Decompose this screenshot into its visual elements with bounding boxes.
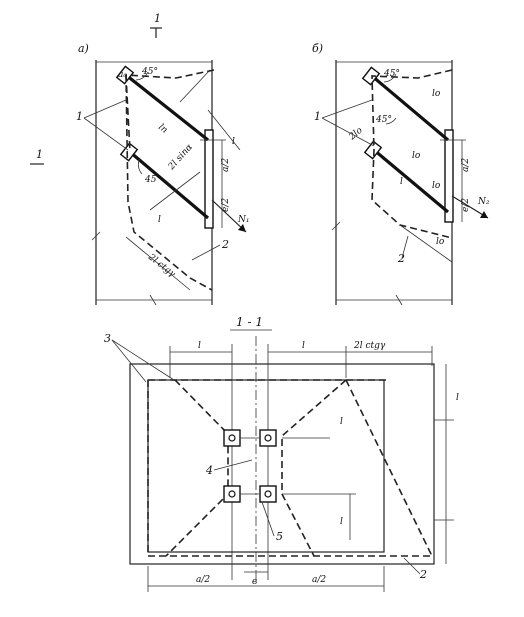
mark-5: 5 xyxy=(276,530,283,543)
view-a: а) a₀ 45° 4 xyxy=(76,42,249,306)
view-b-label: б) xyxy=(312,42,323,55)
dim-2lo: 2lo xyxy=(347,125,365,143)
view-b: б) 45° 45° 2lo lo lo l lo lo a/2 e/2 N₂ … xyxy=(312,42,490,306)
anchor-head-upper-b xyxy=(361,66,381,86)
dim-l-upper xyxy=(207,109,241,151)
cone-edge-left xyxy=(165,379,229,557)
dim-a0: a₀ xyxy=(118,70,127,80)
embedded-plate-b xyxy=(444,129,454,223)
dim-b-label: в xyxy=(252,577,257,587)
dim-2lctg xyxy=(125,236,191,291)
anchor-head-upper-a xyxy=(115,65,135,85)
mark-3: 3 xyxy=(104,332,111,345)
dim-e-half-b: e/2 xyxy=(461,198,471,212)
leader-1b xyxy=(83,117,129,151)
dim-a-half-a: a/2 xyxy=(221,158,231,172)
mark-4: 4 xyxy=(205,464,213,477)
dim-tick xyxy=(179,69,211,103)
leader-5 xyxy=(261,501,275,537)
leader-2c xyxy=(403,557,421,575)
dim-l-b: l xyxy=(400,177,403,187)
dim-lo-b: lo xyxy=(412,151,421,161)
anchor-head-lower-a xyxy=(119,142,139,162)
dim-l-inner-top: l xyxy=(340,417,343,427)
dim-l-inner-bottom: l xyxy=(340,517,343,527)
dim-lo-right: lo xyxy=(432,181,441,191)
force-n2-arrow xyxy=(451,195,489,219)
angle-45-upper-b: 45° xyxy=(383,69,400,79)
dim-2lctg-section: 2l ctgγ xyxy=(353,341,386,351)
anchor-bar-upper-a xyxy=(125,73,209,142)
dim-l-lower: l xyxy=(158,215,161,225)
dim-ln: lп xyxy=(156,122,169,135)
break-mark xyxy=(149,294,157,306)
leader-4 xyxy=(213,459,253,471)
view-a-label: а) xyxy=(78,42,89,55)
section-cut-marks: 1 1 xyxy=(30,12,162,165)
dim-lo-top: lo xyxy=(432,89,441,99)
leader-1a xyxy=(83,99,127,119)
angle-45-lower-a: 45° xyxy=(144,175,161,185)
leader-1c xyxy=(321,99,373,119)
force-n1-label: N₁ xyxy=(237,215,249,225)
dim-lo-bottom: lo xyxy=(436,237,445,247)
mark-1-a: 1 xyxy=(76,110,83,123)
cone-edge-right-outer xyxy=(345,379,433,557)
anchor-hole xyxy=(228,490,236,498)
cone-line-inner xyxy=(125,74,131,153)
inner-outline xyxy=(147,379,385,553)
mark-1-b: 1 xyxy=(314,110,321,123)
angle-arc-upper-a xyxy=(135,71,149,81)
cut-1-left: 1 xyxy=(36,148,43,161)
dim-2lsin: 2l sinα xyxy=(166,142,195,172)
break-mark xyxy=(331,221,341,231)
section-title: 1 - 1 xyxy=(236,315,263,329)
arrow-head xyxy=(480,211,488,218)
dim-a-half-left: a/2 xyxy=(196,575,210,585)
cut-1-top: 1 xyxy=(154,12,161,25)
dim-a-half-b: a/2 xyxy=(461,158,471,172)
mark-2-section: 2 xyxy=(419,568,427,581)
cone-edge-right-inner xyxy=(281,379,347,557)
element-outline xyxy=(129,363,435,565)
mark-2-b: 2 xyxy=(397,252,405,265)
anchor-bar-lower-a xyxy=(128,150,210,220)
dim-l-top-right-label: l xyxy=(302,341,305,351)
anchor-bar-lower-b xyxy=(372,148,450,214)
embedded-plate-a xyxy=(204,129,214,229)
anchor-hole xyxy=(264,434,272,442)
leader-2a xyxy=(191,244,221,261)
anchor-head-lower-b xyxy=(363,140,383,160)
anchor-hole xyxy=(264,490,272,498)
dim-bottom-b xyxy=(399,224,453,263)
angle-arc-mid-b xyxy=(385,117,397,125)
angle-arc-lower-a xyxy=(138,157,143,175)
leader-2b xyxy=(401,235,409,259)
force-n2-label: N₂ xyxy=(477,197,490,207)
force-n1-arrow xyxy=(211,199,247,233)
angle-45-mid-b: 45° xyxy=(375,115,392,125)
mark-2-a: 2 xyxy=(221,238,229,251)
angle-arc-upper-b xyxy=(383,73,397,83)
angle-45-upper-a: 45° xyxy=(141,67,158,77)
leader-1d xyxy=(321,117,375,147)
dim-l-right: l xyxy=(232,137,235,147)
leader-3a xyxy=(111,339,147,383)
dim-right-l-top: l xyxy=(456,393,459,403)
dim-2lctg-a: 2l ctgγ xyxy=(145,252,177,280)
dim-tick xyxy=(149,171,201,211)
dim-a-half-right: a/2 xyxy=(312,575,326,585)
pullout-cone-a xyxy=(125,69,215,291)
break-mark xyxy=(91,231,101,241)
leader-3b xyxy=(111,339,175,381)
dim-l-top-left-label: l xyxy=(198,341,201,351)
cone-edge-bottom xyxy=(147,380,432,557)
break-mark xyxy=(395,294,403,306)
arrow-head xyxy=(238,224,246,232)
anchor-bar-upper-b xyxy=(370,74,450,142)
dim-e-half-a: e/2 xyxy=(221,198,231,212)
anchor-hole xyxy=(228,434,236,442)
section-1-1: 1 - 1 l l 2l ctgγ xyxy=(104,315,459,592)
